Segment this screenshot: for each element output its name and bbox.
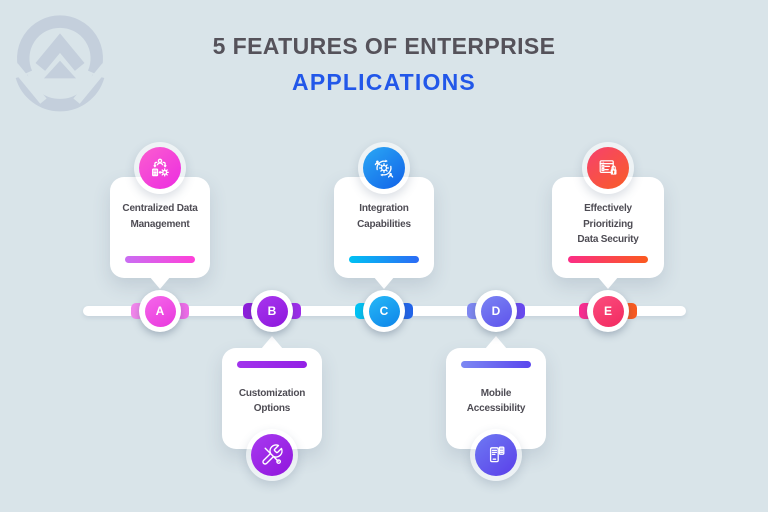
- timeline-node-b: B: [251, 290, 293, 332]
- card-pointer: [261, 336, 283, 349]
- accent-bar: [124, 256, 196, 263]
- accent-bar: [348, 256, 420, 263]
- integration-icon: [358, 142, 410, 194]
- page-title: 5 FEATURES OF ENTERPRISE APPLICATIONS: [0, 33, 768, 96]
- feature-title: Integration Capabilities: [357, 203, 411, 230]
- accent-bar: [460, 361, 532, 368]
- feature-title: Centralized Data Management: [122, 203, 198, 230]
- card-pointer: [149, 276, 171, 289]
- data-management-icon: [134, 142, 186, 194]
- node-label: A: [144, 295, 176, 327]
- node-label: B: [256, 295, 288, 327]
- timeline-node-a: A: [139, 290, 181, 332]
- node-label: E: [592, 295, 624, 327]
- node-label: C: [368, 295, 400, 327]
- mountain-ring-logo-icon: [8, 10, 112, 131]
- security-lock-icon: [582, 142, 634, 194]
- feature-title: Effectively Prioritizing Data Security: [577, 203, 639, 245]
- title-line-2: APPLICATIONS: [292, 69, 476, 95]
- accent-bar: [236, 361, 308, 368]
- feature-title: Customization Options: [238, 387, 306, 415]
- card-pointer: [373, 276, 395, 289]
- timeline-node-e: E: [587, 290, 629, 332]
- timeline-node-d: D: [475, 290, 517, 332]
- timeline-node-c: C: [363, 290, 405, 332]
- node-label: D: [480, 295, 512, 327]
- feature-title: Mobile Accessibility: [466, 387, 526, 415]
- accent-bar: [568, 256, 648, 263]
- card-pointer: [597, 276, 619, 289]
- tools-icon: [246, 429, 298, 481]
- title-line-1: 5 FEATURES OF ENTERPRISE: [212, 33, 556, 59]
- card-pointer: [485, 336, 507, 349]
- mobile-icon: [470, 429, 522, 481]
